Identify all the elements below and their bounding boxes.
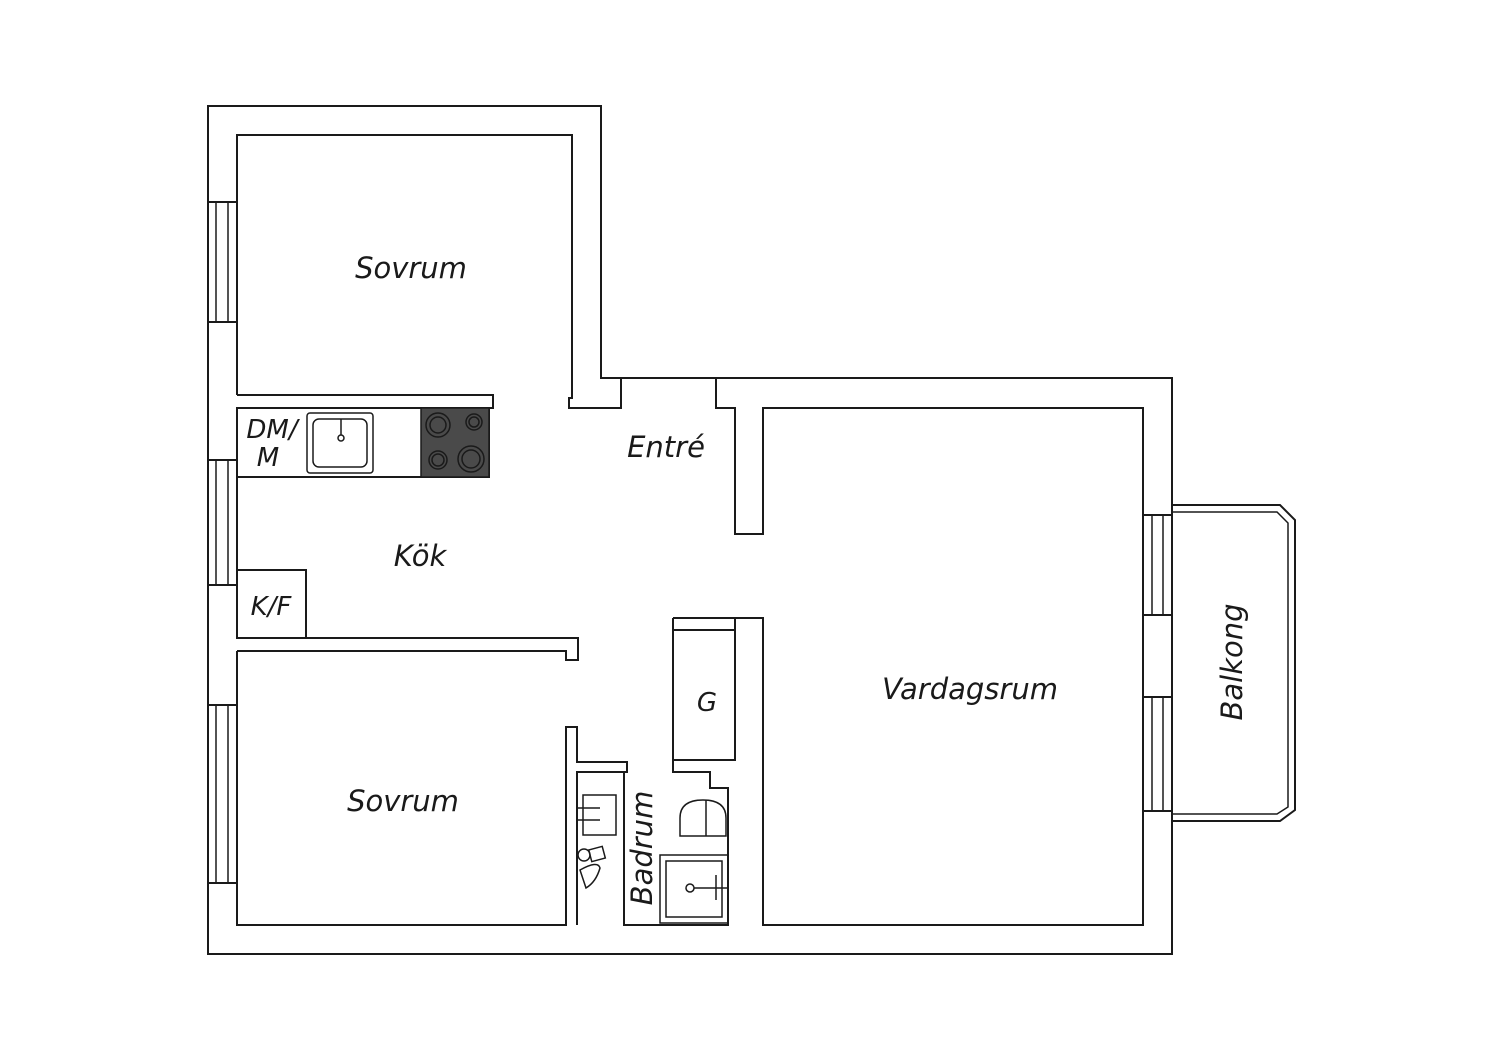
shower-icon [659, 854, 729, 924]
kitchen-counter [236, 407, 490, 478]
washbasin-icon [582, 794, 617, 836]
bathroom-fixtures [577, 794, 729, 924]
tap-icon [579, 863, 601, 890]
room-label-balcony: Balkong [1215, 603, 1249, 720]
windows-right [1142, 514, 1173, 812]
toilet-icon [679, 799, 727, 837]
hob-icon [420, 407, 490, 478]
fixture-label-dishwasher-1: DM/ [246, 415, 300, 445]
fixture-label-dishwasher-2: M [257, 443, 279, 473]
fridge-box [236, 569, 307, 639]
room-label-bedroom-top: Sovrum [355, 251, 467, 285]
fixture-label-fridge: K/F [251, 592, 293, 622]
room-label-bedroom-bottom: Sovrum [347, 784, 459, 818]
interior-walls [236, 134, 1144, 926]
outer-walls [207, 105, 1173, 955]
sink-icon [306, 412, 374, 474]
room-label-entry: Entré [627, 430, 705, 464]
room-label-living: Vardagsrum [882, 672, 1058, 706]
room-label-bathroom: Badrum [625, 791, 659, 906]
fixture-label-wardrobe: G [697, 688, 717, 718]
balcony [1172, 504, 1296, 822]
room-label-kitchen: Kök [394, 539, 448, 573]
windows-left [207, 201, 238, 884]
